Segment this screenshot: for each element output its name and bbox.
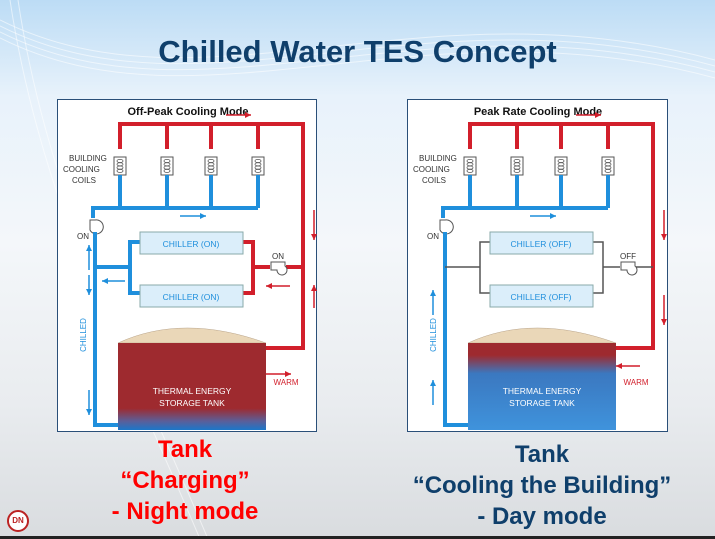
left-pump-label: ON [77, 232, 89, 241]
tank-label-1: THERMAL ENERGY [153, 386, 232, 396]
caption-charging: Tank “Charging” - Night mode [60, 434, 310, 527]
coils-label-1: BUILDING [419, 154, 457, 163]
caption-left-line-3: - Night mode [111, 498, 259, 525]
coils-label-3: COILS [72, 176, 96, 185]
chilled-riser-pipe [93, 232, 121, 427]
tank-roof [467, 327, 617, 344]
chiller-1 [489, 231, 594, 255]
primary-pump-icon [439, 219, 454, 235]
warm-flow-arrow-down [311, 210, 317, 240]
cooling-coil-4 [251, 156, 265, 176]
chiller-supply-manifold [128, 240, 140, 295]
chiller-return-manifold [243, 240, 255, 295]
slide-title: Chilled Water TES Concept [158, 34, 557, 69]
cooling-coil-1 [113, 156, 127, 176]
tank-roof [117, 327, 267, 344]
cooling-coil-3 [204, 156, 218, 176]
caption-cooling: Tank “Cooling the Building” - Day mode [372, 439, 712, 532]
panel-title: Off-Peak Cooling Mode [128, 106, 249, 118]
tank-label-2: STORAGE TANK [159, 398, 225, 408]
chiller-2-label: CHILLER (ON) [163, 292, 220, 302]
cooling-coil-4 [601, 156, 615, 176]
chilled-flow-arrow [180, 213, 206, 219]
warm-in-arrow [266, 283, 290, 289]
chilled-flow-arrow [530, 213, 556, 219]
chilled-up-arrow-1 [430, 290, 436, 315]
coils-label-3: COILS [422, 176, 446, 185]
tank-label-1: THERMAL ENERGY [503, 386, 582, 396]
chiller-1 [139, 231, 244, 255]
caption-left-line-2: “Charging” [120, 467, 250, 494]
coils-label-2: COOLING [413, 165, 450, 174]
warm-return-pipe [468, 122, 655, 350]
warm-up-arrow [311, 285, 317, 308]
warm-flow-arrow-top [226, 112, 251, 118]
warm-return-pipe [118, 122, 305, 350]
chiller-2 [139, 284, 244, 308]
warm-flow-arrow-down [661, 210, 667, 240]
chilled-down-arrow-1 [86, 275, 92, 295]
chiller-2-label: CHILLER (OFF) [511, 292, 572, 302]
warm-flow-arrow-top [576, 112, 601, 118]
chilled-riser-pipe [443, 232, 471, 427]
panel-title: Peak Rate Cooling Mode [474, 106, 602, 118]
thermal-storage-tank [118, 343, 266, 430]
chiller-return-manifold [593, 241, 604, 294]
coils-label-1: BUILDING [69, 154, 107, 163]
cooling-coil-3 [554, 156, 568, 176]
primary-pump-icon [89, 219, 104, 235]
chilled-label: CHILLED [429, 318, 438, 352]
chiller-pump-label: OFF [620, 252, 636, 261]
cooling-coil-2 [160, 156, 174, 176]
caption-right-line-3: - Day mode [477, 503, 607, 530]
caption-right-line-1: Tank [514, 441, 570, 468]
chiller-pump-icon [270, 261, 288, 276]
slide-bottom-rule [0, 536, 715, 539]
chiller-1-label: CHILLER (ON) [163, 239, 220, 249]
cooling-coil-2 [510, 156, 524, 176]
warm-in-arrow [616, 363, 640, 369]
warm-out-arrow [266, 371, 291, 377]
left-pump-label: ON [427, 232, 439, 241]
chilled-up-arrow [86, 245, 92, 270]
tank-label-2: STORAGE TANK [509, 398, 575, 408]
warm-label: WARM [623, 378, 648, 387]
company-logo: DN [7, 510, 29, 532]
chilled-label: CHILLED [79, 318, 88, 352]
chiller-pump-icon [620, 261, 638, 276]
chilled-supply-header [441, 206, 608, 218]
chiller-1-label: CHILLER (OFF) [511, 239, 572, 249]
chiller-supply-manifold [479, 241, 490, 294]
chilled-supply-header [91, 206, 258, 218]
chiller-pump-label: ON [272, 252, 284, 261]
chiller-2 [489, 284, 594, 308]
warm-label: WARM [273, 378, 298, 387]
caption-left-line-1: Tank [157, 436, 213, 463]
chilled-up-arrow-2 [430, 380, 436, 405]
thermal-storage-tank [468, 343, 616, 430]
caption-right-line-2: “Cooling the Building” [412, 472, 672, 499]
warm-down-arrow [661, 295, 667, 325]
chilled-out-arrow [102, 278, 125, 284]
chilled-down-arrow-2 [86, 390, 92, 415]
cooling-coil-1 [463, 156, 477, 176]
coils-label-2: COOLING [63, 165, 100, 174]
